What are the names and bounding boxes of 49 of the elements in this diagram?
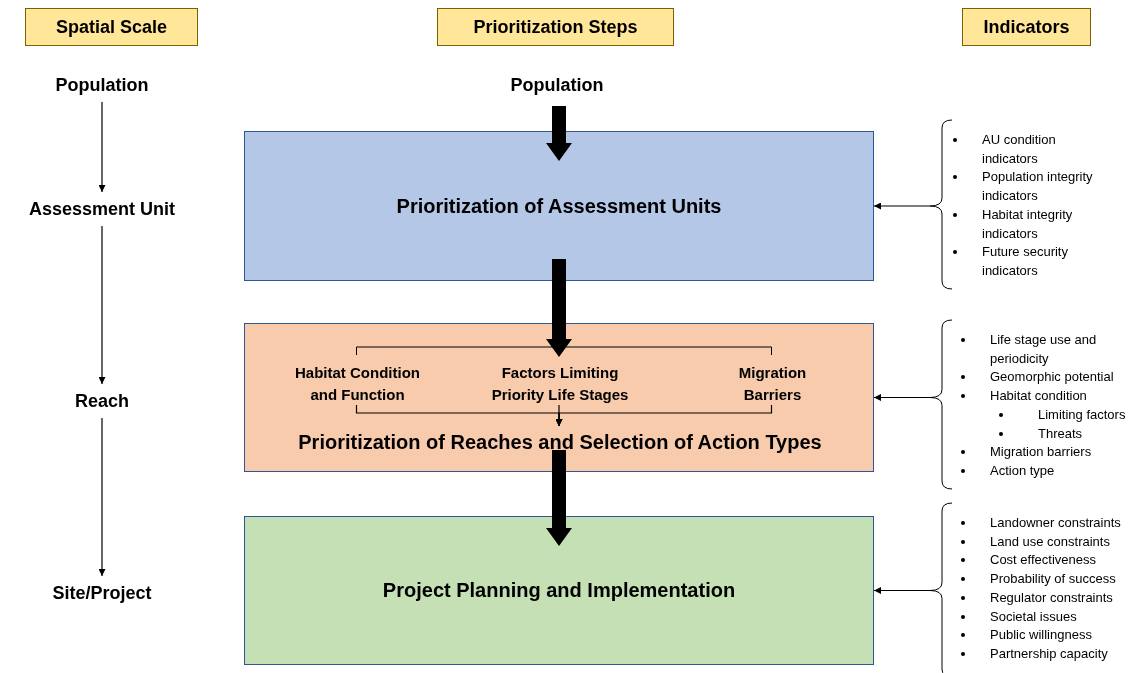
header-text: Indicators	[983, 16, 1070, 38]
arrow	[546, 106, 572, 161]
arrow	[873, 202, 931, 210]
indicator-text: Population integrity indicators	[982, 168, 1094, 206]
arrow	[98, 101, 106, 193]
arrow	[555, 404, 773, 427]
box-title: Prioritization of Assessment Units	[396, 194, 722, 218]
indicator-text: Partnership capacity	[990, 644, 1109, 663]
indicator-text: Geomorphic potential	[990, 368, 1115, 387]
column-header	[437, 8, 674, 46]
factor-label: Habitat Condition and Function	[294, 363, 421, 405]
arrow	[546, 450, 572, 546]
indicator-text: Future security indicators	[982, 243, 1069, 280]
indicator-text: Land use constraints	[990, 532, 1111, 551]
arrow	[546, 259, 572, 357]
arrow	[873, 394, 931, 401]
header-text: Spatial Scale	[55, 16, 168, 38]
scale-label: Reach	[75, 390, 129, 412]
process-box	[244, 516, 874, 665]
box-title: Project Planning and Implementation	[382, 579, 736, 602]
indicator-text: Public willingness	[990, 626, 1093, 645]
indicator-text: Habitat integrity indicators	[982, 205, 1074, 243]
column-header	[25, 8, 198, 46]
factor-label: Factors Limiting Priority Life Stages	[490, 363, 630, 405]
indicator-text: Limiting factors	[1038, 405, 1127, 424]
scale-label: Population	[510, 74, 604, 96]
scale-label: Assessment Unit	[28, 198, 176, 220]
indicator-text: Action type	[990, 461, 1056, 480]
indicator-text: AU condition indicators	[982, 131, 1057, 168]
column-header	[962, 8, 1091, 46]
scale-label: Site/Project	[52, 582, 152, 604]
scale-label: Population	[55, 74, 149, 96]
factor-label: Migration Barriers	[737, 363, 808, 405]
indicator-text: Probability of success	[990, 570, 1117, 589]
arrow	[98, 225, 106, 385]
indicator-text: Habitat condition	[990, 387, 1088, 406]
indicator-text: Societal issues	[990, 607, 1078, 626]
indicator-text: Threats	[1038, 424, 1084, 443]
indicator-text: Landowner constraints	[990, 514, 1122, 532]
indicator-text: Life stage use and periodicity	[990, 331, 1098, 368]
arrow	[98, 417, 106, 577]
arrow	[873, 587, 931, 594]
indicator-text: Migration barriers	[990, 443, 1093, 462]
process-box	[244, 131, 874, 281]
box-title: Prioritization of Reaches and Selection of Action Types	[298, 430, 822, 454]
process-box	[244, 323, 874, 472]
indicator-text: Regulator constraints	[990, 588, 1114, 607]
indicator-text: Cost effectiveness	[990, 551, 1097, 570]
header-text: Prioritization Steps	[473, 16, 638, 38]
